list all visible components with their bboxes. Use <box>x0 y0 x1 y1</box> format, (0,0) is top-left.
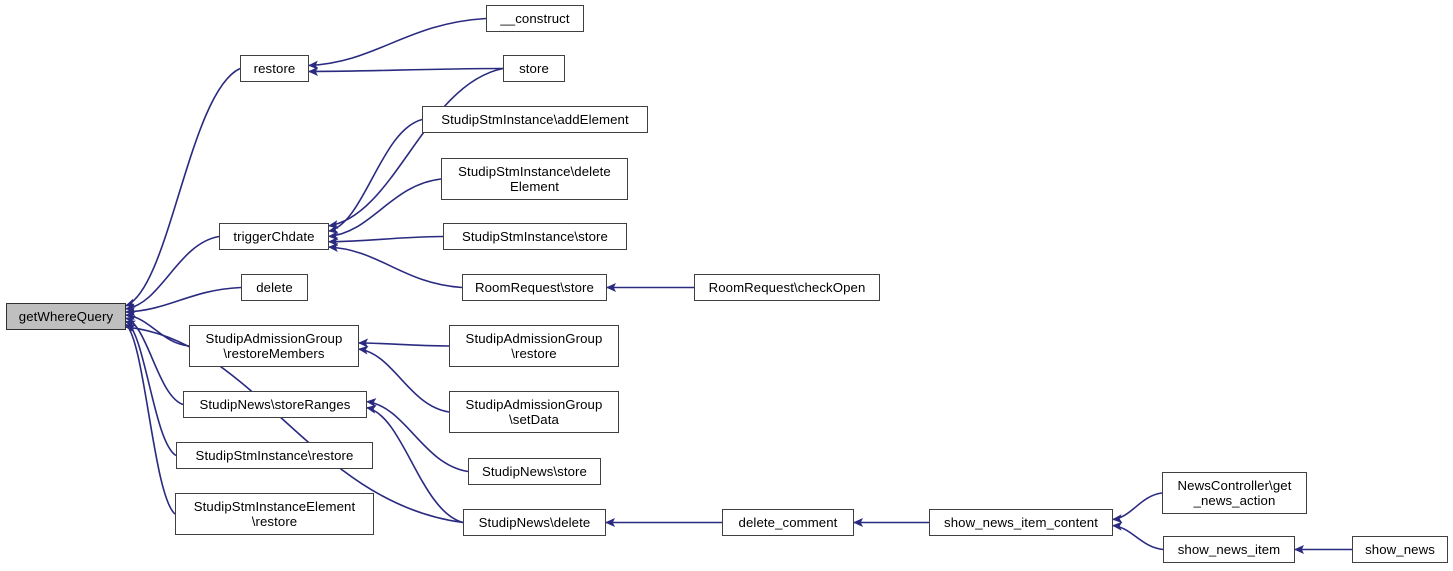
graph-edge-newsStoreRanges-to-getWhereQuery <box>124 315 184 406</box>
graph-node-deleteComment[interactable]: delete_comment <box>722 509 854 536</box>
graph-edge-showNewsItem-to-showNewsItemContent <box>1111 521 1164 551</box>
graph-edge-admRestoreMembers-to-getWhereQuery <box>124 311 190 347</box>
graph-node-newsStore[interactable]: StudipNews\store <box>468 458 601 485</box>
graph-node-construct[interactable]: __construct <box>486 5 584 32</box>
graph-edge-stmInstanceRestore-to-getWhereQuery <box>124 320 177 457</box>
graph-node-showNewsItemContent[interactable]: show_news_item_content <box>929 509 1113 536</box>
graph-node-stmInstanceElementRestore[interactable]: StudipStmInstanceElement \restore <box>175 493 374 535</box>
graph-node-restore[interactable]: restore <box>240 55 309 82</box>
graph-edge-triggerChdate-to-getWhereQuery <box>124 235 220 313</box>
graph-edge-delete-to-getWhereQuery <box>124 286 242 317</box>
graph-edge-roomRequestStore-to-triggerChdate <box>327 242 463 289</box>
graph-node-delete[interactable]: delete <box>241 274 308 301</box>
graph-node-stmDeleteElement[interactable]: StudipStmInstance\delete Element <box>441 158 628 200</box>
graph-edge-restore-to-getWhereQuery <box>124 67 241 308</box>
graph-node-triggerChdate[interactable]: triggerChdate <box>219 223 329 250</box>
graph-edge-stmInstanceElementRestore-to-getWhereQuery <box>124 323 176 515</box>
graph-node-showNews[interactable]: show_news <box>1352 536 1448 563</box>
graph-edge-store-to-restore <box>307 66 504 76</box>
graph-node-showNewsItem[interactable]: show_news_item <box>1163 536 1295 563</box>
graph-edge-newsControllerGetNewsAction-to-showNewsItemContent <box>1111 492 1163 524</box>
graph-edge-construct-to-restore <box>307 17 487 70</box>
graph-node-roomRequestStore[interactable]: RoomRequest\store <box>462 274 607 301</box>
graph-node-stmAddElement[interactable]: StudipStmInstance\addElement <box>422 106 648 133</box>
graph-node-stmStore[interactable]: StudipStmInstance\store <box>443 223 627 250</box>
graph-node-roomRequestCheckOpen[interactable]: RoomRequest\checkOpen <box>694 274 880 301</box>
graph-node-newsControllerGetNewsAction[interactable]: NewsController\get _news_action <box>1162 472 1307 514</box>
graph-node-newsStoreRanges[interactable]: StudipNews\storeRanges <box>183 391 367 418</box>
graph-node-stmInstanceRestore[interactable]: StudipStmInstance\restore <box>176 442 373 469</box>
graph-edge-stmAddElement-to-triggerChdate <box>327 118 423 234</box>
graph-node-getWhereQuery: getWhereQuery <box>6 303 126 330</box>
graph-edge-admRestore-to-admRestoreMembers <box>357 338 450 348</box>
graph-node-admSetData[interactable]: StudipAdmissionGroup \setData <box>449 391 619 433</box>
graph-node-store[interactable]: store <box>503 55 565 82</box>
graph-node-newsDelete[interactable]: StudipNews\delete <box>463 509 606 536</box>
graph-edge-stmStore-to-triggerChdate <box>327 235 444 247</box>
graph-edge-admSetData-to-admRestoreMembers <box>357 345 450 413</box>
graph-node-admRestoreMembers[interactable]: StudipAdmissionGroup \restoreMembers <box>189 325 359 367</box>
graph-node-admRestore[interactable]: StudipAdmissionGroup \restore <box>449 325 619 367</box>
graph-edge-stmDeleteElement-to-triggerChdate <box>327 178 442 241</box>
graph-edge-store-to-triggerChdate <box>327 67 504 230</box>
